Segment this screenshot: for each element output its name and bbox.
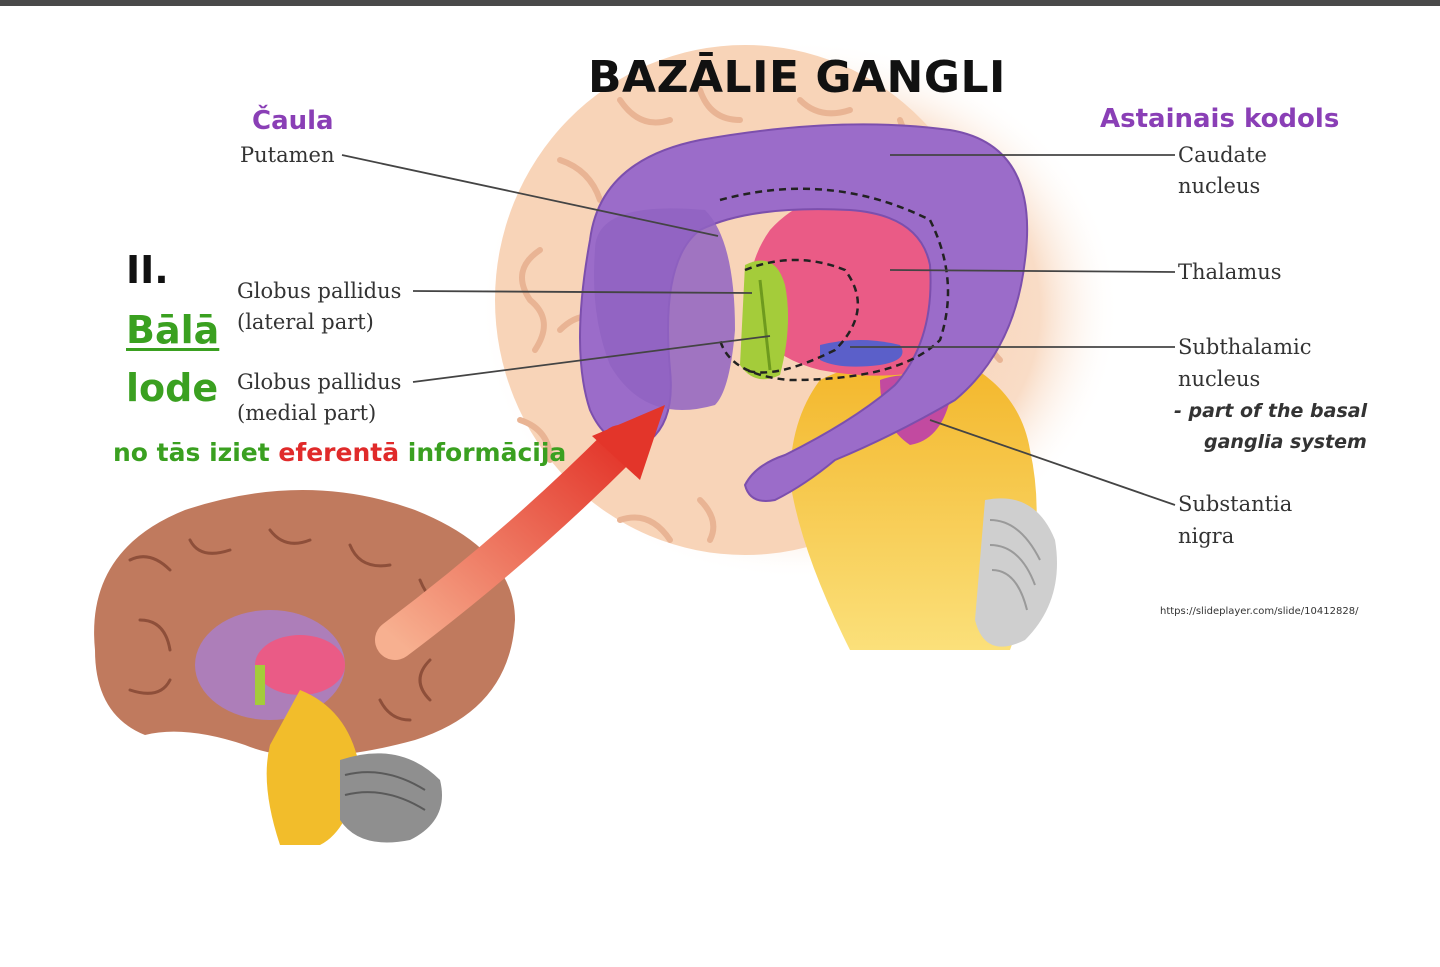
- label-globus-lateral-1: Globus pallidus: [237, 276, 401, 307]
- label-globus-medial-2: (medial part): [237, 398, 376, 429]
- label-globus-lateral-2: (lateral part): [237, 307, 374, 338]
- cerebellum-hint: [975, 498, 1057, 646]
- efferent-red-word: eferentā: [278, 438, 399, 467]
- bala-word: Bālā: [126, 308, 219, 352]
- efferent-part-1: no tās iziet: [113, 438, 278, 467]
- small-brain-inset: [94, 490, 515, 845]
- diagram-title: BAZĀLIE GANGLI: [588, 52, 1006, 103]
- source-url: https://slideplayer.com/slide/10412828/: [1160, 606, 1358, 617]
- subthalamic-nucleus: [820, 340, 903, 367]
- heading-astainais-kodols: Astainais kodols: [1100, 104, 1339, 134]
- label-subthalamic-note-1: - part of the basal: [1174, 396, 1367, 427]
- efferent-part-2: informācija: [399, 438, 566, 467]
- section-number: II.: [126, 248, 169, 292]
- lode-word: lode: [126, 366, 218, 410]
- label-thalamus: Thalamus: [1178, 257, 1282, 288]
- label-substantia-1: Substantia: [1178, 489, 1292, 520]
- label-subthalamic-1: Subthalamic: [1178, 332, 1311, 363]
- label-putamen: Putamen: [240, 140, 334, 171]
- label-caudate-1: Caudate: [1178, 140, 1267, 171]
- efferent-note: no tās iziet eferentā informācija: [113, 438, 566, 467]
- label-subthalamic-2: nucleus: [1178, 364, 1260, 395]
- heading-caula: Čaula: [252, 106, 334, 136]
- label-globus-medial-1: Globus pallidus: [237, 367, 401, 398]
- label-caudate-2: nucleus: [1178, 171, 1260, 202]
- label-subthalamic-note-2: ganglia system: [1204, 427, 1367, 458]
- label-substantia-2: nigra: [1178, 521, 1234, 552]
